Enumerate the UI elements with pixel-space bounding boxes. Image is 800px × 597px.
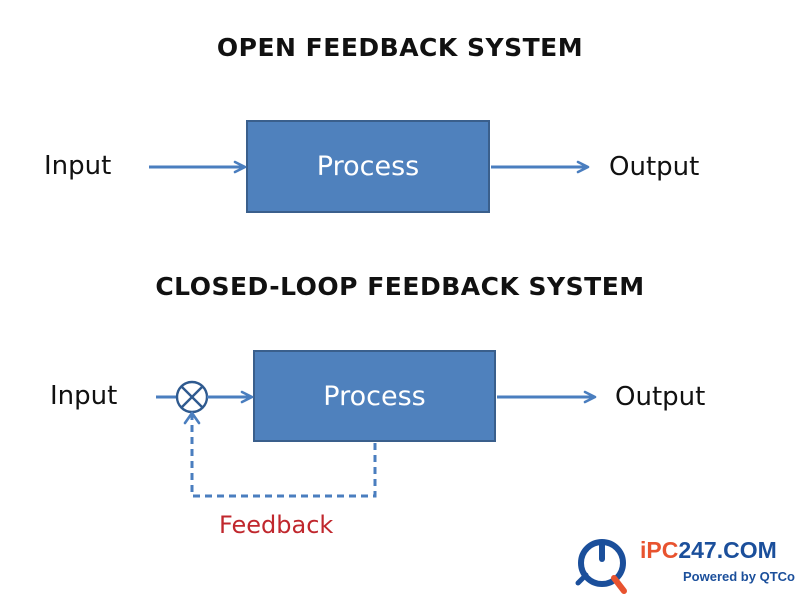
open-input-label: Input (44, 151, 112, 181)
closed-process-box: Process (253, 350, 496, 442)
closed-output-label: Output (615, 382, 706, 412)
magnifier-q-icon (575, 539, 627, 594)
logo-tagline: Powered by QTCo (683, 569, 795, 584)
open-process-label: Process (316, 151, 420, 182)
closed-system-title: CLOSED-LOOP FEEDBACK SYSTEM (155, 272, 645, 301)
logo-brand-accent: iPC (640, 537, 679, 563)
open-output-label: Output (609, 152, 700, 182)
open-process-box: Process (246, 120, 490, 213)
closed-input-label: Input (50, 381, 118, 411)
feedback-path (190, 415, 377, 498)
feedback-arrowhead (183, 411, 201, 425)
logo-brand-rest: 247.COM (678, 537, 777, 563)
feedback-label: Feedback (219, 511, 334, 539)
closed-process-label: Process (323, 380, 426, 412)
ipc247-logo: iPC247.COM Powered by QTCo (566, 531, 800, 597)
open-system-title: OPEN FEEDBACK SYSTEM (216, 33, 584, 62)
summing-junction-icon (175, 380, 209, 414)
logo-brand: iPC247.COM (640, 537, 777, 564)
